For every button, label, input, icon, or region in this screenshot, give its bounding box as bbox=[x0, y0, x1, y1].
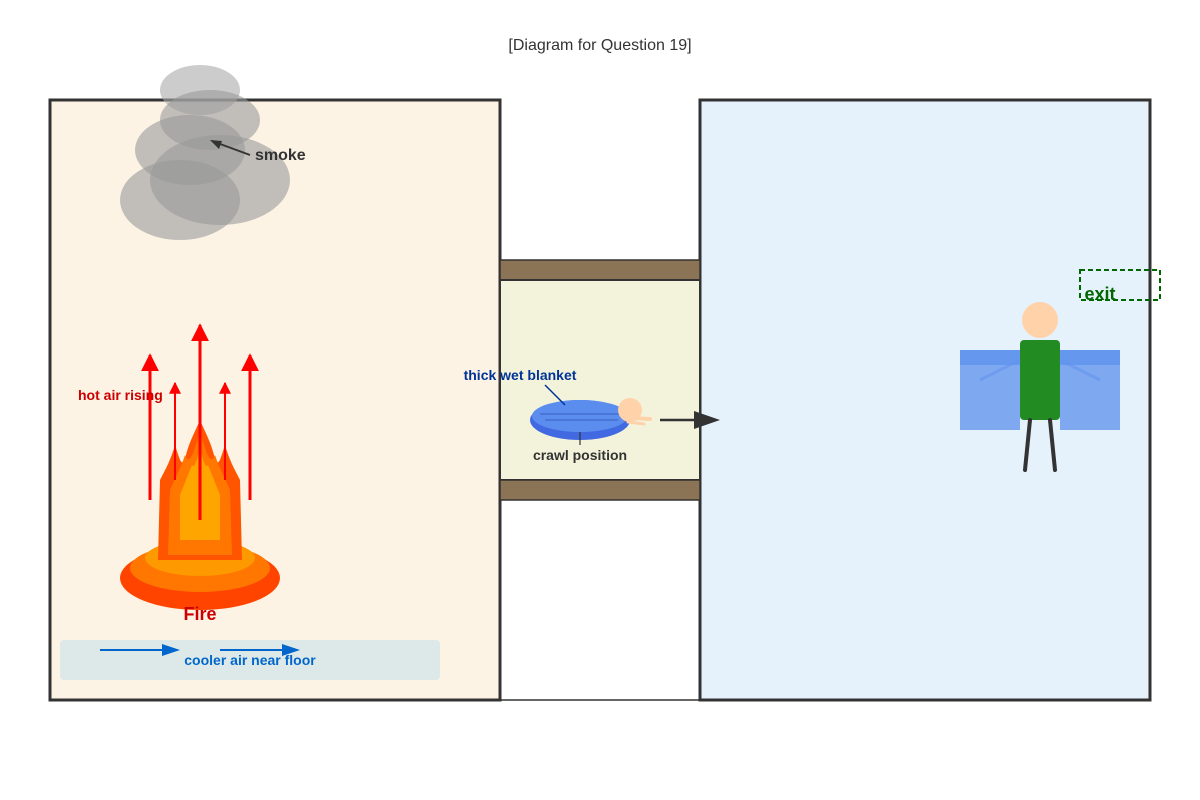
fire-label: Fire bbox=[183, 604, 216, 624]
diagram-title: [Diagram for Question 19] bbox=[508, 37, 691, 54]
corridor bbox=[499, 279, 701, 481]
doorway bbox=[499, 259, 701, 701]
person-head bbox=[1022, 302, 1058, 338]
person-body bbox=[1020, 340, 1060, 420]
crawl-label: crawl position bbox=[533, 447, 627, 463]
move-arrow-head bbox=[694, 411, 720, 429]
blanket-label: thick wet blanket bbox=[464, 367, 577, 383]
smoke-label: smoke bbox=[255, 147, 306, 164]
door-frame-top bbox=[499, 259, 701, 281]
smoke-pointer-head bbox=[210, 140, 222, 149]
exit-box bbox=[1079, 269, 1161, 301]
fire bbox=[120, 420, 280, 610]
exit-label: exit bbox=[1084, 284, 1115, 304]
cool-air-arrows bbox=[100, 644, 300, 656]
smoke-cloud bbox=[120, 65, 290, 240]
door-frame-bottom bbox=[499, 479, 701, 501]
crawling-person bbox=[530, 398, 652, 440]
hot-air-arrows bbox=[141, 323, 259, 520]
hot-air-label: hot air rising bbox=[78, 387, 163, 403]
crawler-head bbox=[618, 398, 642, 422]
blanket-pointer bbox=[544, 384, 566, 406]
standing-person bbox=[960, 302, 1120, 472]
cool-air-label: cooler air near floor bbox=[184, 652, 316, 668]
